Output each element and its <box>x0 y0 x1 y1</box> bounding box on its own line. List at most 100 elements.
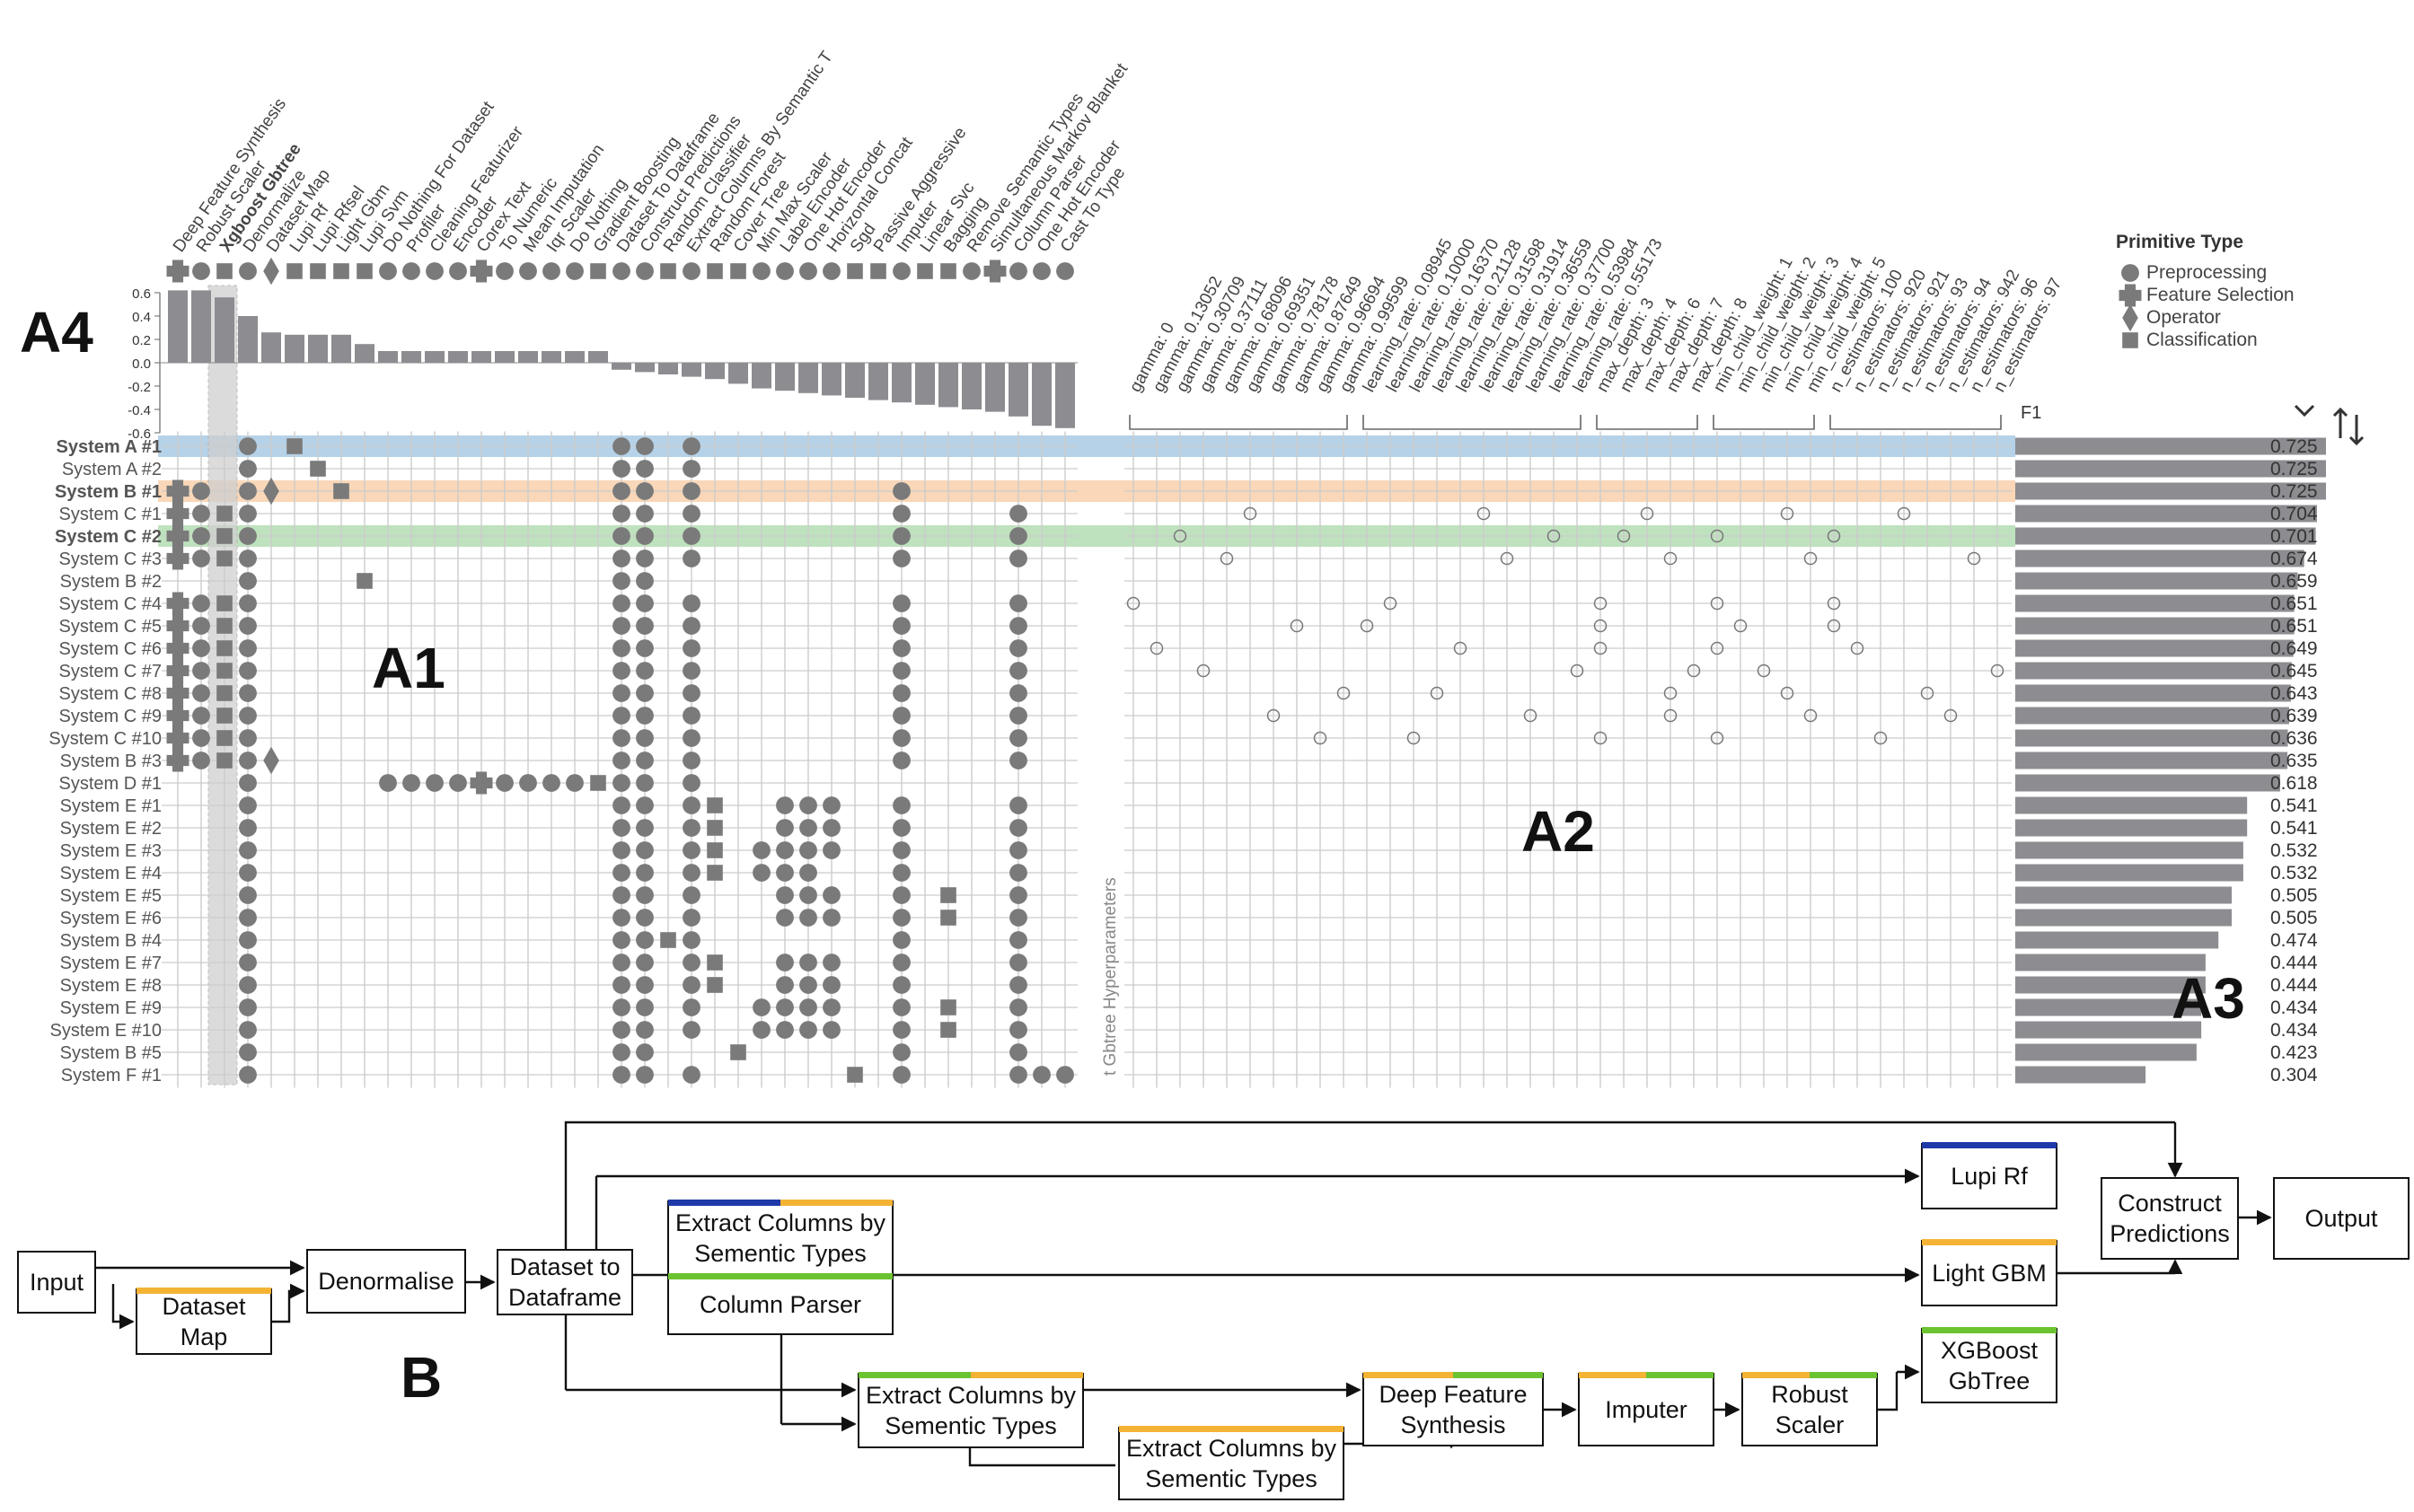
matrix-mark <box>239 864 257 882</box>
matrix-mark <box>660 932 676 948</box>
pipeline-box-stripe <box>1579 1372 1646 1378</box>
matrix-mark <box>1009 617 1027 635</box>
hyperparameter-value-dot <box>1663 708 1678 723</box>
matrix-mark <box>612 482 630 500</box>
matrix-mark <box>1009 729 1027 747</box>
f1-score-value: 0.651 <box>2270 616 2318 637</box>
matrix-mark <box>636 909 654 927</box>
matrix-mark <box>239 729 257 747</box>
matrix-mark <box>636 954 654 971</box>
pipeline-box-frame <box>17 1251 96 1314</box>
f1-column-label: F1 <box>2021 403 2041 423</box>
f1-score-bar <box>2015 639 2294 657</box>
matrix-mark <box>239 841 257 859</box>
importance-bar <box>471 351 491 363</box>
pipeline-box-frame <box>1921 1143 2057 1209</box>
matrix-mark <box>707 842 723 858</box>
f1-score-bar <box>2015 572 2298 590</box>
matrix-mark <box>636 1066 654 1084</box>
hyperparameter-value-dot <box>1850 641 1864 655</box>
matrix-mark <box>1009 796 1027 814</box>
system-row-label: System C #7 <box>59 662 162 681</box>
matrix-mark <box>216 640 233 656</box>
system-row-label: System C #4 <box>59 594 162 614</box>
f1-score-bar <box>2015 505 2317 523</box>
system-row-label: System F #1 <box>61 1066 162 1086</box>
matrix-mark <box>612 617 630 635</box>
pipeline-box-label: Deep Feature <box>1379 1381 1527 1408</box>
matrix-mark <box>612 684 630 702</box>
f1-score-bar <box>2015 976 2206 994</box>
hyperparameter-value-dot <box>1663 686 1678 700</box>
primitive-type-icons <box>166 257 1074 286</box>
pipeline-box-label: Extract Columns by <box>1126 1435 1337 1462</box>
matrix-mark <box>239 998 257 1016</box>
matrix-mark <box>239 549 257 567</box>
matrix-mark <box>683 549 700 567</box>
f1-score-value: 0.725 <box>2270 459 2318 479</box>
importance-bar <box>355 344 374 363</box>
f1-score-value: 0.674 <box>2270 549 2318 569</box>
sort-down-arrow <box>2348 415 2365 446</box>
system-row-label: System B #4 <box>60 931 162 951</box>
system-row-label: System E #5 <box>60 886 162 906</box>
matrix-mark <box>239 1021 257 1039</box>
matrix-mark <box>799 998 817 1016</box>
matrix-mark <box>612 796 630 814</box>
importance-bar <box>705 363 725 380</box>
f1-score-bar <box>2015 909 2233 927</box>
system-row-label: System B #1 <box>55 482 162 502</box>
matrix-mark <box>239 1043 257 1061</box>
matrix-mark <box>940 887 956 903</box>
matrix-mark <box>166 726 189 750</box>
matrix-mark <box>893 684 911 702</box>
hyperparameter-value-dot <box>1827 596 1841 611</box>
system-row-label: System B #2 <box>60 572 162 592</box>
f1-score-bar <box>2015 819 2248 837</box>
matrix-mark <box>683 594 700 612</box>
matrix-mark <box>612 549 630 567</box>
matrix-mark <box>893 729 911 747</box>
matrix-mark <box>683 1021 700 1039</box>
matrix-mark <box>612 1043 630 1061</box>
matrix-mark <box>239 437 257 455</box>
circle-icon <box>519 262 537 280</box>
pipeline-box-frame <box>1741 1373 1878 1446</box>
f1-score-value: 0.304 <box>2270 1065 2318 1086</box>
matrix-mark <box>893 819 911 837</box>
matrix-mark <box>612 594 630 612</box>
matrix-mark <box>636 505 654 523</box>
f1-score-value: 0.532 <box>2270 863 2318 883</box>
importance-bar <box>798 363 818 393</box>
matrix-mark <box>636 684 654 702</box>
importance-bar <box>1032 363 1052 426</box>
circle-icon <box>799 262 817 280</box>
pipeline-box-label: Denormalise <box>318 1268 454 1295</box>
matrix-mark <box>612 864 630 882</box>
matrix-mark <box>683 505 700 523</box>
matrix-mark <box>239 527 257 545</box>
matrix-mark <box>239 774 257 792</box>
system-row-label: System C #8 <box>59 684 162 704</box>
matrix-mark <box>893 662 911 680</box>
importance-tick-label: -0.2 <box>128 380 151 395</box>
panel-label-a3: A3 <box>2172 966 2245 1031</box>
f1-score-bar <box>2015 707 2289 725</box>
matrix-mark <box>1033 1066 1051 1084</box>
matrix-mark <box>1009 819 1027 837</box>
matrix-mark <box>636 998 654 1016</box>
pipeline-box-stripe <box>1922 1142 2057 1148</box>
matrix-mark <box>683 662 700 680</box>
pipeline-box-label: Extract Columns by <box>675 1209 886 1236</box>
importance-bar <box>168 290 188 363</box>
hyperparameter-value-dot <box>1196 664 1211 678</box>
square-icon <box>357 263 373 279</box>
importance-tick-label: 0.2 <box>132 333 151 348</box>
matrix-mark <box>566 774 584 792</box>
matrix-mark <box>357 573 373 589</box>
importance-bar <box>1055 363 1075 428</box>
matrix-mark <box>636 729 654 747</box>
matrix-mark <box>683 796 700 814</box>
matrix-mark <box>707 865 723 881</box>
